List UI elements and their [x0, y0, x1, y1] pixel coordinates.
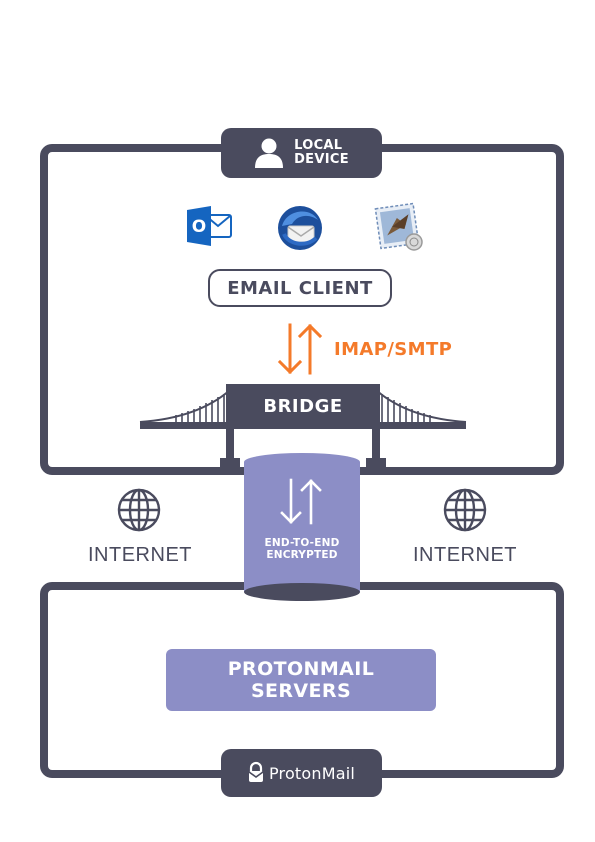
protonmail-brand-label: ProtonMail: [268, 763, 356, 783]
local-device-tab: LOCAL DEVICE: [221, 128, 382, 178]
imap-smtp-label: IMAP/SMTP: [334, 339, 453, 360]
globe-icon: [117, 488, 161, 532]
imap-smtp-arrows-icon: [277, 323, 323, 375]
email-client-label: EMAIL CLIENT: [208, 269, 392, 307]
apple-mail-icon: [374, 202, 423, 251]
outlook-letter: O: [192, 217, 206, 237]
globe-icon: [443, 488, 487, 532]
servers-label-line2: SERVERS: [250, 680, 352, 702]
encrypted-tunnel: [244, 453, 360, 601]
local-device-label: LOCAL DEVICE: [294, 138, 349, 167]
outlook-icon: O: [187, 206, 232, 246]
protonmail-brand-tab: ProtonMail: [221, 749, 382, 797]
bridge-icon: [139, 384, 467, 468]
thunderbird-icon: [278, 206, 322, 250]
servers-label-line1: PROTONMAIL: [227, 658, 375, 680]
internet-label-right: INTERNET: [413, 544, 517, 566]
bridge-label: BRIDGE: [263, 396, 343, 417]
end-to-end-encrypted-label: END-TO-END ENCRYPTED: [264, 537, 340, 561]
user-icon: [255, 138, 284, 168]
protonmail-lock-icon: [248, 761, 264, 782]
internet-label-left: INTERNET: [88, 544, 192, 566]
protonmail-servers-box: PROTONMAIL SERVERS: [166, 649, 436, 711]
